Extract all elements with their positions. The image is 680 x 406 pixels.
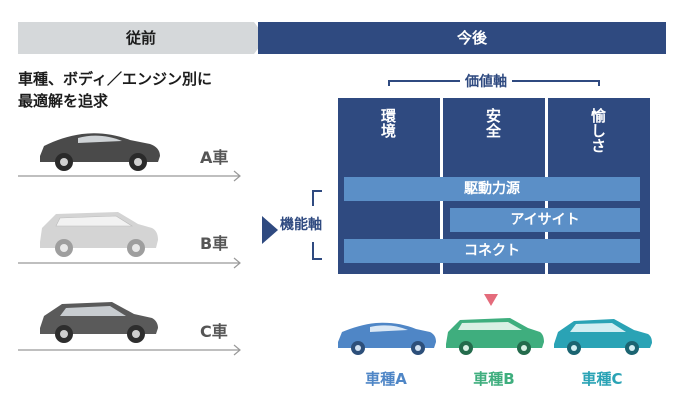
- car-b-icon: [446, 318, 544, 355]
- suv-car-icon: [40, 212, 158, 257]
- left-car-label-a: A車: [200, 148, 229, 167]
- car-c-icon: [554, 319, 652, 355]
- value-column-label-2: 安全: [484, 108, 502, 138]
- function-bar-connect: コネクト: [344, 239, 640, 263]
- intro-line-2: 最適解を追求: [18, 92, 109, 110]
- sports-car-icon: [40, 133, 160, 171]
- left-car-label-c: C車: [200, 322, 228, 341]
- left-car-label-b: B車: [200, 234, 229, 253]
- value-axis-tick-left: [388, 80, 390, 86]
- intro-text: 車種、ボディ／エンジン別に 最適解を追求: [18, 68, 212, 112]
- value-column-label-3: 愉しさ: [589, 108, 607, 153]
- value-axis-label: 価値軸: [460, 71, 512, 91]
- value-column-label-1: 環境: [379, 108, 397, 138]
- car-a-label: 車種A: [365, 370, 407, 388]
- transition-arrow-icon: [262, 216, 278, 244]
- function-axis-label: 機能軸: [280, 217, 322, 233]
- value-axis-tick-right: [598, 80, 600, 86]
- intro-line-1: 車種、ボディ／エンジン別に: [18, 70, 212, 88]
- car-c-label: 車種C: [581, 370, 623, 388]
- down-arrow-icon: [484, 294, 498, 306]
- header-before: 従前: [18, 22, 264, 54]
- function-bar-powertrain: 駆動力源: [344, 177, 640, 201]
- car-a-icon: [338, 322, 436, 355]
- function-bar-eyesight: アイサイト: [450, 208, 640, 232]
- function-axis-label-bg: [288, 206, 318, 242]
- car-b-label: 車種B: [473, 370, 515, 388]
- header-after: 今後: [258, 22, 666, 54]
- crossover-car-icon: [40, 302, 158, 343]
